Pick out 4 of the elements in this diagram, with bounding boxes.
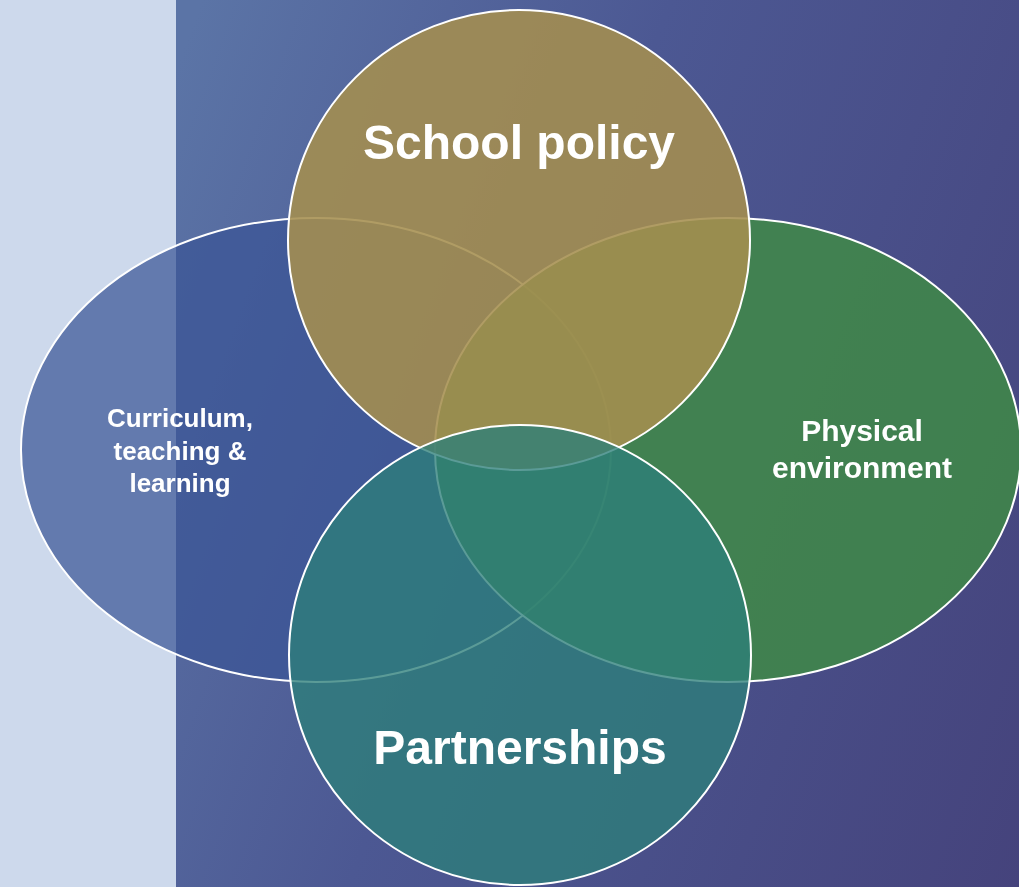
- circle-label: Curriculum, teaching & learning: [106, 402, 254, 500]
- circle-label: Physical environment: [771, 412, 953, 486]
- circle-label: Partnerships: [372, 720, 668, 776]
- circle-label: School policy: [361, 115, 676, 171]
